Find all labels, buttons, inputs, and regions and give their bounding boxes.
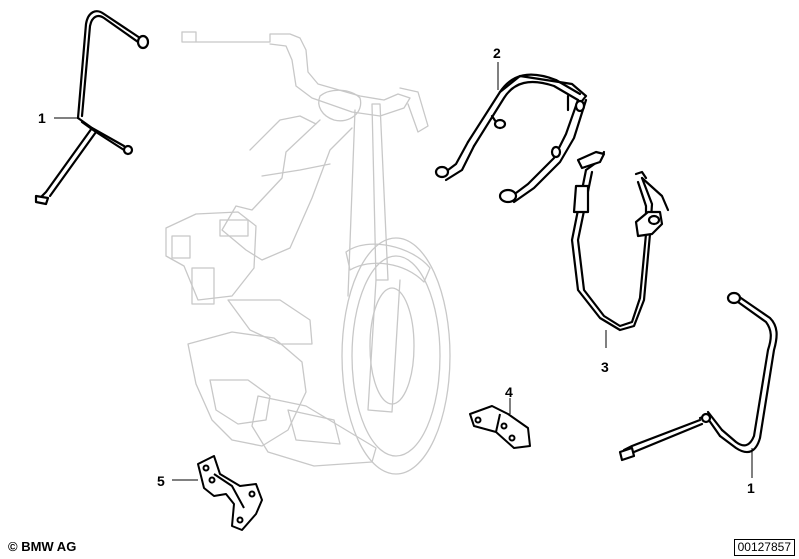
callout-5: 5 xyxy=(157,473,165,489)
leader-lines xyxy=(54,62,753,481)
part-crash-bar-left xyxy=(34,10,150,206)
part-bracket-frame xyxy=(434,73,588,204)
part-small-bracket xyxy=(469,405,531,449)
callout-2: 2 xyxy=(493,45,501,61)
part-plate-bracket xyxy=(197,455,263,531)
callout-1-left: 1 xyxy=(38,110,46,126)
callout-1-right: 1 xyxy=(747,480,755,496)
motorcycle-ghost-outline xyxy=(165,31,451,475)
callout-4: 4 xyxy=(505,384,513,400)
part-side-frame xyxy=(570,150,670,332)
image-number-label: 00127857 xyxy=(733,539,795,556)
part-crash-bar-right xyxy=(618,291,778,462)
callout-3: 3 xyxy=(601,359,609,375)
copyright-label: © BMW AG xyxy=(8,539,77,554)
